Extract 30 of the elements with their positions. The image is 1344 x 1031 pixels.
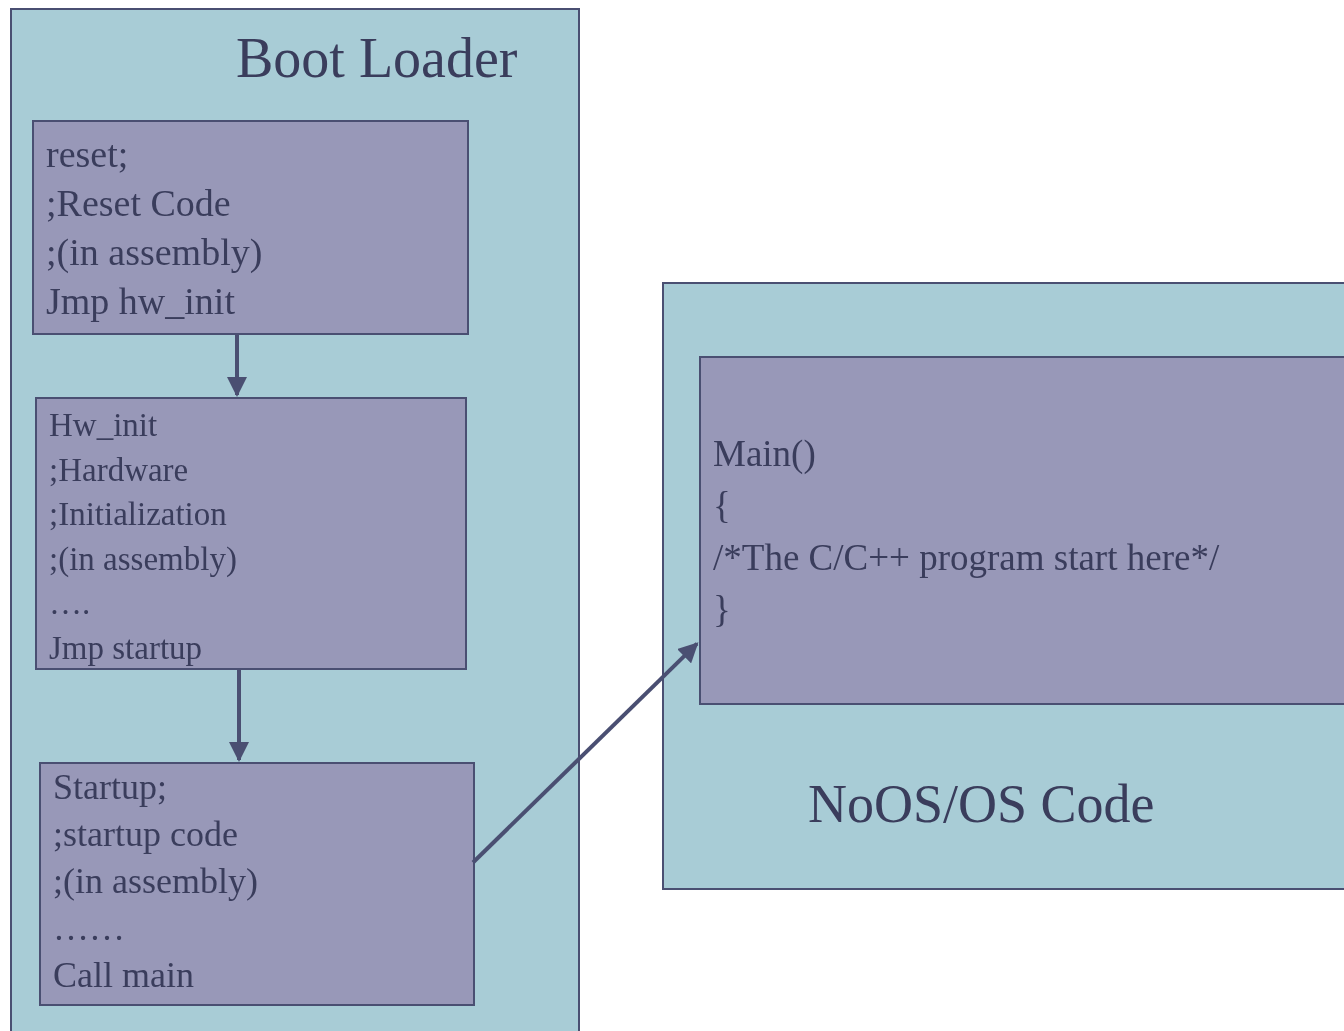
code-line: {	[713, 484, 731, 528]
code-box	[699, 356, 1344, 705]
code-line: Call main	[53, 954, 194, 997]
code-line: reset;	[46, 132, 129, 177]
panel-title: NoOS/OS Code	[808, 774, 1155, 834]
code-line: Hw_init	[49, 406, 158, 445]
code-line: ….	[49, 584, 91, 623]
code-line: Jmp startup	[49, 628, 203, 668]
arrow	[227, 333, 247, 397]
code-line: ;(in assembly)	[53, 860, 258, 903]
code-line: ;Hardware	[49, 450, 189, 490]
panel-title: Boot Loader	[236, 28, 518, 88]
code-line: ;startup code	[53, 813, 238, 856]
code-line: /*The C/C++ program start here*/	[713, 536, 1220, 580]
arrow	[471, 642, 699, 864]
code-line: ;(in assembly)	[46, 230, 263, 275]
code-box	[39, 762, 475, 1006]
code-box	[32, 120, 469, 335]
code-line: ;Reset Code	[46, 181, 231, 226]
code-box	[35, 397, 467, 670]
arrow	[229, 668, 249, 762]
panel	[10, 8, 580, 1031]
code-line: ……	[53, 907, 125, 950]
code-line: Startup;	[53, 766, 167, 809]
code-line: ;(in assembly)	[49, 539, 237, 579]
code-line: }	[713, 588, 731, 632]
panel	[662, 282, 1344, 890]
code-line: Main()	[713, 432, 816, 476]
code-line: Jmp hw_init	[46, 279, 235, 324]
code-line: ;Initialization	[49, 495, 227, 534]
